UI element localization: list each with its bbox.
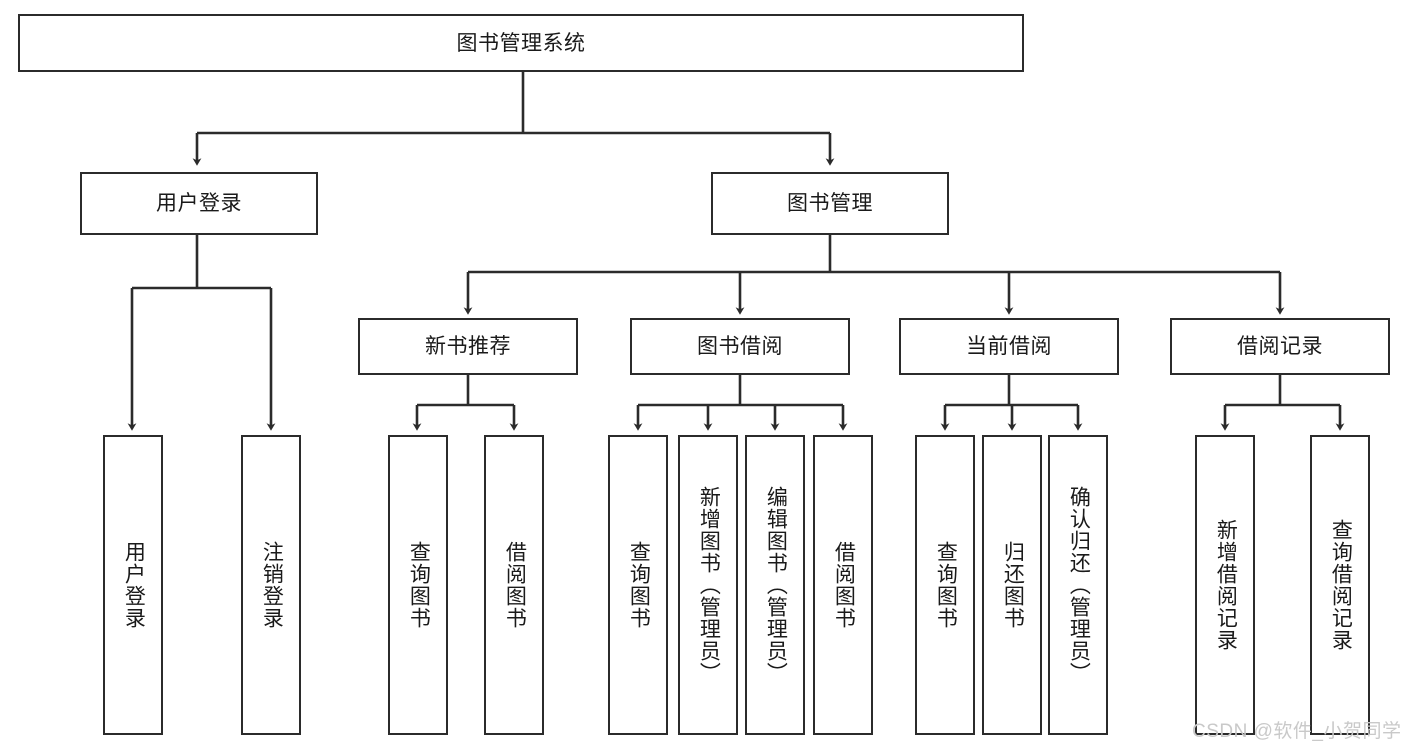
node-book-management[interactable]: 图书管理: [711, 172, 949, 235]
leaf-current-borrow-return[interactable]: 归还图书: [982, 435, 1042, 735]
node-label: 借阅图书: [832, 541, 856, 629]
node-current-borrow[interactable]: 当前借阅: [899, 318, 1119, 375]
leaf-borrow-record-add[interactable]: 新增借阅记录: [1195, 435, 1255, 735]
node-label: 图书借阅: [697, 335, 783, 358]
node-label: 借阅图书: [503, 541, 527, 629]
node-label: 用户登录: [156, 192, 242, 215]
node-label: 编辑图书（管理员）: [764, 486, 788, 684]
node-label: 用户登录: [122, 541, 146, 629]
node-label: 图书管理: [787, 192, 873, 215]
leaf-current-borrow-query[interactable]: 查询图书: [915, 435, 975, 735]
leaf-borrow-record-query[interactable]: 查询借阅记录: [1310, 435, 1370, 735]
node-label: 查询图书: [627, 541, 651, 629]
leaf-current-borrow-confirm-admin[interactable]: 确认归还（管理员）: [1048, 435, 1108, 735]
node-label: 当前借阅: [966, 335, 1052, 358]
leaf-book-borrow-query[interactable]: 查询图书: [608, 435, 668, 735]
node-label: 新增图书（管理员）: [697, 486, 721, 684]
node-label: 注销登录: [260, 541, 284, 629]
leaf-book-borrow-add-admin[interactable]: 新增图书（管理员）: [678, 435, 738, 735]
leaf-user-login-logout[interactable]: 注销登录: [241, 435, 301, 735]
node-borrow-record[interactable]: 借阅记录: [1170, 318, 1390, 375]
node-label: 图书管理系统: [456, 31, 586, 55]
leaf-book-borrow-borrow[interactable]: 借阅图书: [813, 435, 873, 735]
node-label: 新书推荐: [425, 335, 511, 358]
node-label: 确认归还（管理员）: [1067, 486, 1091, 684]
node-label: 查询借阅记录: [1329, 519, 1353, 651]
leaf-user-login-login[interactable]: 用户登录: [103, 435, 163, 735]
leaf-new-book-borrow[interactable]: 借阅图书: [484, 435, 544, 735]
node-user-login[interactable]: 用户登录: [80, 172, 318, 235]
leaf-new-book-query[interactable]: 查询图书: [388, 435, 448, 735]
node-label: 新增借阅记录: [1214, 519, 1238, 651]
node-label: 借阅记录: [1237, 335, 1323, 358]
node-label: 查询图书: [407, 541, 431, 629]
node-new-book-recommend[interactable]: 新书推荐: [358, 318, 578, 375]
node-label: 查询图书: [934, 541, 958, 629]
node-root-library-system[interactable]: 图书管理系统: [18, 14, 1024, 72]
node-book-borrow[interactable]: 图书借阅: [630, 318, 850, 375]
node-label: 归还图书: [1001, 541, 1025, 629]
leaf-book-borrow-edit-admin[interactable]: 编辑图书（管理员）: [745, 435, 805, 735]
